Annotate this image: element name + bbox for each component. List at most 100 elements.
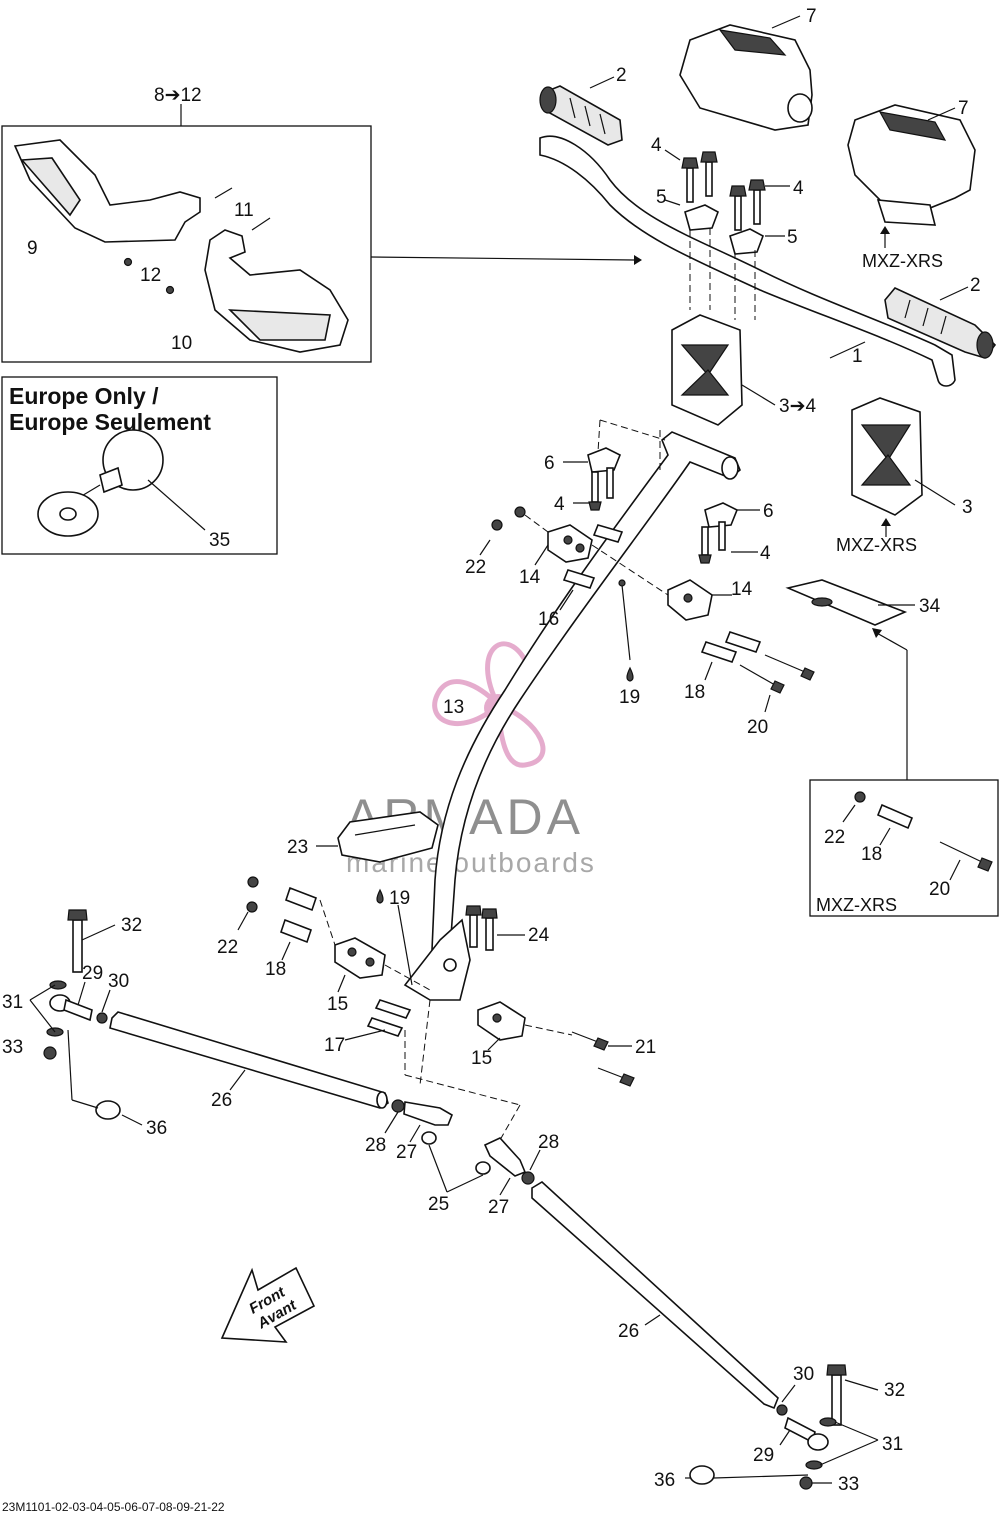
cap-36-right-part	[689, 1465, 715, 1485]
spacer-xrs-part	[876, 803, 914, 830]
callout-4-a: 4	[651, 135, 662, 156]
cap-36-left-part	[95, 1100, 121, 1120]
variant-label-bolt-kit: MXZ-XRS	[816, 895, 897, 915]
grip-cover-part	[679, 24, 813, 131]
callout-24: 24	[528, 925, 550, 946]
cover-part	[337, 811, 439, 863]
bolts-21-part	[571, 1031, 635, 1087]
callout-18-c: 18	[265, 959, 286, 980]
upper-clamp-group: 4 4 5 5 3➔4	[651, 135, 816, 426]
callout-29-a: 29	[82, 963, 103, 984]
variant-label-riser: MXZ-XRS	[836, 535, 917, 555]
callout-19-b: 19	[389, 888, 410, 909]
europe-box-title-line2: Europe Seulement	[9, 409, 211, 435]
handlebar-group: 7 7 MXZ-XRS 2 2 1	[539, 6, 997, 387]
bolt-xrs-part	[939, 841, 993, 872]
callout-21: 21	[635, 1037, 656, 1058]
callout-1: 1	[852, 346, 863, 367]
front-direction-arrow: Front Avant	[220, 1266, 316, 1343]
callout-3-4: 3➔4	[779, 396, 816, 417]
europe-box-title-line1: Europe Only /	[9, 383, 159, 409]
column-clamp-upper-part	[587, 447, 622, 511]
callout-4-b: 4	[793, 178, 804, 199]
callout-28-a: 28	[365, 1135, 386, 1156]
callout-14-a: 14	[519, 567, 541, 588]
callout-2-a: 2	[616, 65, 627, 86]
callout-20-a: 20	[747, 717, 768, 738]
riser-xrs-part	[851, 397, 923, 516]
handlebar-part	[539, 135, 956, 387]
clamp-bolts-upper	[681, 151, 766, 231]
tie-rod-right-group: 26 30 32 31 29 36 33	[531, 1181, 905, 1495]
reference-code: 23M1101-02-03-04-05-06-07-08-09-21-22	[2, 1500, 225, 1514]
callout-20-b: 20	[929, 879, 950, 900]
steering-column-part	[431, 431, 741, 951]
column-clamp-group: 6 4 6 4	[544, 447, 774, 564]
callout-16: 16	[538, 609, 559, 630]
xrs-bolt-kit-box: 22 18 20 MXZ-XRS	[809, 779, 999, 917]
callout-26-a: 26	[211, 1090, 232, 1111]
callout-33-b: 33	[838, 1474, 859, 1495]
callout-15-b: 15	[471, 1048, 492, 1069]
bushing-pair-upper-part	[562, 524, 624, 589]
cover-group: 23	[287, 811, 439, 863]
callout-10: 10	[171, 333, 192, 354]
ball-joint-right-part	[776, 1404, 837, 1490]
callout-14-b: 14	[731, 579, 753, 600]
callout-28-b: 28	[538, 1132, 559, 1153]
callout-19-a: 19	[619, 687, 640, 708]
nut-xrs-part	[854, 791, 866, 803]
upper-clamp-caps	[684, 204, 764, 255]
callout-30-a: 30	[108, 971, 129, 992]
grip-left-part	[539, 85, 623, 146]
callout-31-b: 31	[882, 1434, 903, 1455]
spacers-lower-part	[279, 886, 318, 944]
callout-4-d: 4	[760, 543, 771, 564]
plate-group: 34	[785, 579, 941, 780]
callout-5-b: 5	[787, 227, 798, 248]
grip-cover-xrs-part	[847, 104, 976, 226]
steering-column-group: 13	[403, 419, 741, 1001]
callout-25: 25	[428, 1194, 449, 1215]
bolt-32-left-part	[67, 909, 88, 973]
callout-7-a: 7	[806, 6, 817, 27]
callout-2-b: 2	[970, 275, 981, 296]
callout-26-b: 26	[618, 1321, 639, 1342]
tie-rod-ends-center-group: 28 27 25 27 28	[365, 1099, 559, 1218]
europe-only-box: Europe Only / Europe Seulement 35	[1, 376, 278, 555]
callout-6-b: 6	[763, 501, 774, 522]
pivot-block-lower-right-part	[477, 1001, 526, 1041]
callout-5-a: 5	[656, 187, 667, 208]
callout-32-a: 32	[121, 915, 142, 936]
handguard-screws	[123, 187, 271, 295]
callout-4-c: 4	[554, 494, 565, 515]
callout-31-a: 31	[2, 992, 23, 1013]
callout-17: 17	[324, 1035, 345, 1056]
tie-rod-left-part	[109, 1011, 389, 1109]
callout-7-b: 7	[958, 98, 969, 119]
handguard-kit-box: 8➔12 11 9 12 10	[1, 85, 642, 363]
callout-15-a: 15	[327, 994, 348, 1015]
callout-34: 34	[919, 596, 941, 617]
grip-right-part	[884, 287, 997, 359]
tie-rod-left-group: 32 29 30 31 33 36 26	[2, 909, 389, 1139]
callout-29-b: 29	[753, 1445, 774, 1466]
bolts-upper-part	[739, 654, 815, 694]
callout-6-a: 6	[544, 453, 555, 474]
callout-8-12: 8➔12	[154, 85, 202, 106]
handguard-right-part	[204, 229, 349, 353]
propeller-icon	[432, 641, 546, 768]
horn-part	[37, 429, 206, 537]
callout-33-a: 33	[2, 1037, 23, 1058]
bushings-lower-part	[366, 999, 412, 1037]
tie-rod-end-left-part	[391, 1099, 453, 1145]
handguard-left-part	[13, 139, 201, 243]
pivot-block-lower-left-part	[334, 937, 386, 979]
nuts-upper-part	[491, 506, 526, 531]
bolt-32-right-part	[826, 1364, 847, 1426]
callout-3: 3	[962, 497, 973, 518]
callout-22-c: 22	[217, 937, 238, 958]
upper-pivot-group: 22 14 16 14 19 18 20	[465, 506, 815, 738]
callout-13: 13	[443, 697, 464, 718]
